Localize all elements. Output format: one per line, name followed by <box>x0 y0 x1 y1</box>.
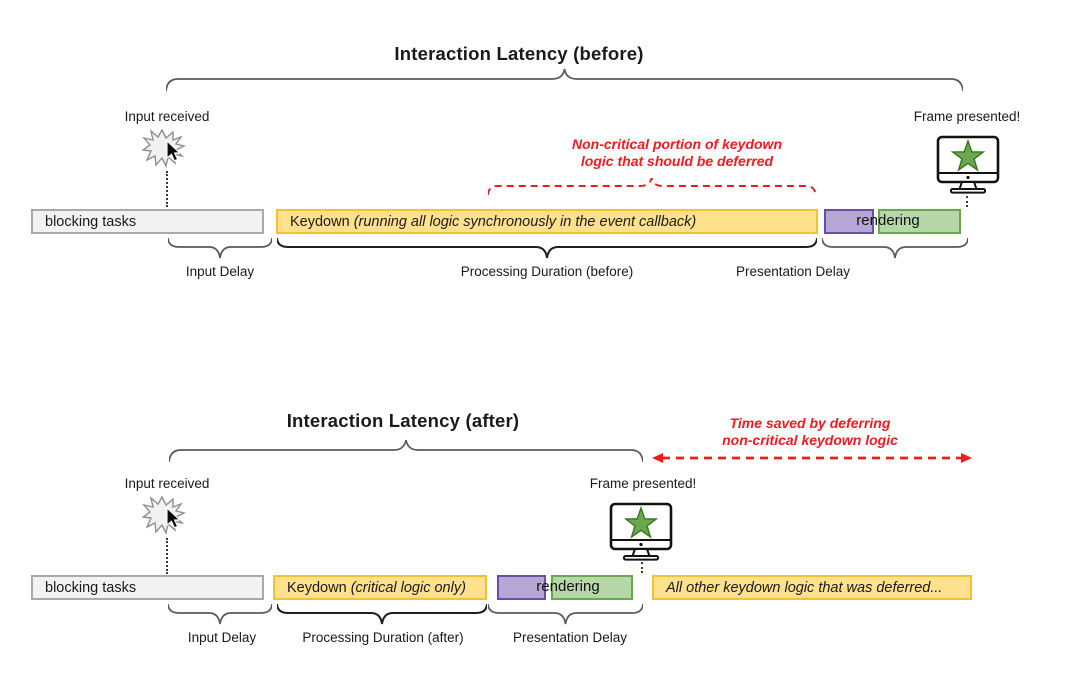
presentation-delay-label-after: Presentation Delay <box>512 630 628 645</box>
non-critical-dashed-brace <box>488 178 816 196</box>
monitor-with-star-icon-after <box>609 502 673 562</box>
processing-duration-brace-before <box>277 238 817 259</box>
blocking-tasks-label: blocking tasks <box>45 213 137 230</box>
non-critical-note: Non-critical portion of keydown logic th… <box>527 136 827 170</box>
presentation-delay-brace-before <box>822 238 968 259</box>
rendering-label: rendering <box>856 212 920 229</box>
click-burst-icon <box>142 129 190 173</box>
keydown-label-after: Keydown <box>287 579 351 596</box>
style-layout-bar-after <box>497 575 546 600</box>
rendering-label-after: rendering <box>536 578 600 595</box>
keydown-detail-label: (running all logic synchronously in the … <box>353 213 697 230</box>
time-saved-note-line1: Time saved by deferring <box>729 415 891 431</box>
time-saved-note: Time saved by deferring non-critical key… <box>660 415 960 449</box>
keydown-detail-label-after: (critical logic only) <box>350 579 466 596</box>
input-connector-dotted-line-after <box>166 538 168 574</box>
non-critical-note-line1: Non-critical portion of keydown <box>571 136 782 152</box>
processing-duration-brace-after <box>277 604 487 625</box>
input-delay-brace-before <box>168 238 272 259</box>
input-delay-label-before: Input Delay <box>185 264 255 279</box>
keydown-label: Keydown <box>290 213 354 230</box>
deferred-keydown-label: All other keydown logic that was deferre… <box>666 579 943 596</box>
input-received-label-after: Input received <box>124 476 210 491</box>
non-critical-note-line2: logic that should be deferred <box>580 153 774 169</box>
paint-bar-before <box>878 209 961 234</box>
frame-connector-dotted-line-after <box>641 562 643 573</box>
input-connector-dotted-line <box>166 171 168 207</box>
frame-connector-dotted-line <box>966 196 968 207</box>
input-delay-brace-after <box>168 604 272 625</box>
blocking-tasks-bar: blocking tasks <box>31 209 264 234</box>
processing-duration-label-after: Processing Duration (after) <box>302 630 464 645</box>
star-icon <box>950 138 986 172</box>
blocking-tasks-bar-after: blocking tasks <box>31 575 264 600</box>
input-delay-label-after: Input Delay <box>187 630 257 645</box>
frame-presented-label-after: Frame presented! <box>589 476 697 491</box>
time-saved-note-line2: non-critical keydown logic <box>722 432 898 448</box>
keydown-bar-after: Keydown (critical logic only) <box>273 575 487 600</box>
presentation-delay-brace-after <box>488 604 643 625</box>
time-saved-arrow <box>652 451 972 465</box>
frame-presented-label: Frame presented! <box>913 109 1021 124</box>
processing-duration-label-before: Processing Duration (before) <box>460 264 634 279</box>
input-received-label: Input received <box>124 109 210 124</box>
latency-span-brace-after <box>169 439 643 464</box>
mouse-cursor-icon <box>166 139 181 162</box>
section-title-after: Interaction Latency (after) <box>286 410 520 431</box>
keydown-bar-before: Keydown (running all logic synchronously… <box>276 209 818 234</box>
section-title-before: Interaction Latency (before) <box>394 43 644 64</box>
mouse-cursor-icon <box>166 506 181 529</box>
star-icon <box>623 505 659 539</box>
latency-span-brace-before <box>166 67 963 93</box>
deferred-keydown-bar: All other keydown logic that was deferre… <box>652 575 972 600</box>
paint-bar-after <box>551 575 633 600</box>
blocking-tasks-label-after: blocking tasks <box>45 579 137 596</box>
style-layout-bar-before <box>824 209 874 234</box>
monitor-with-star-icon <box>936 135 1000 195</box>
click-burst-icon-after <box>142 496 190 540</box>
presentation-delay-label-before: Presentation Delay <box>735 264 851 279</box>
